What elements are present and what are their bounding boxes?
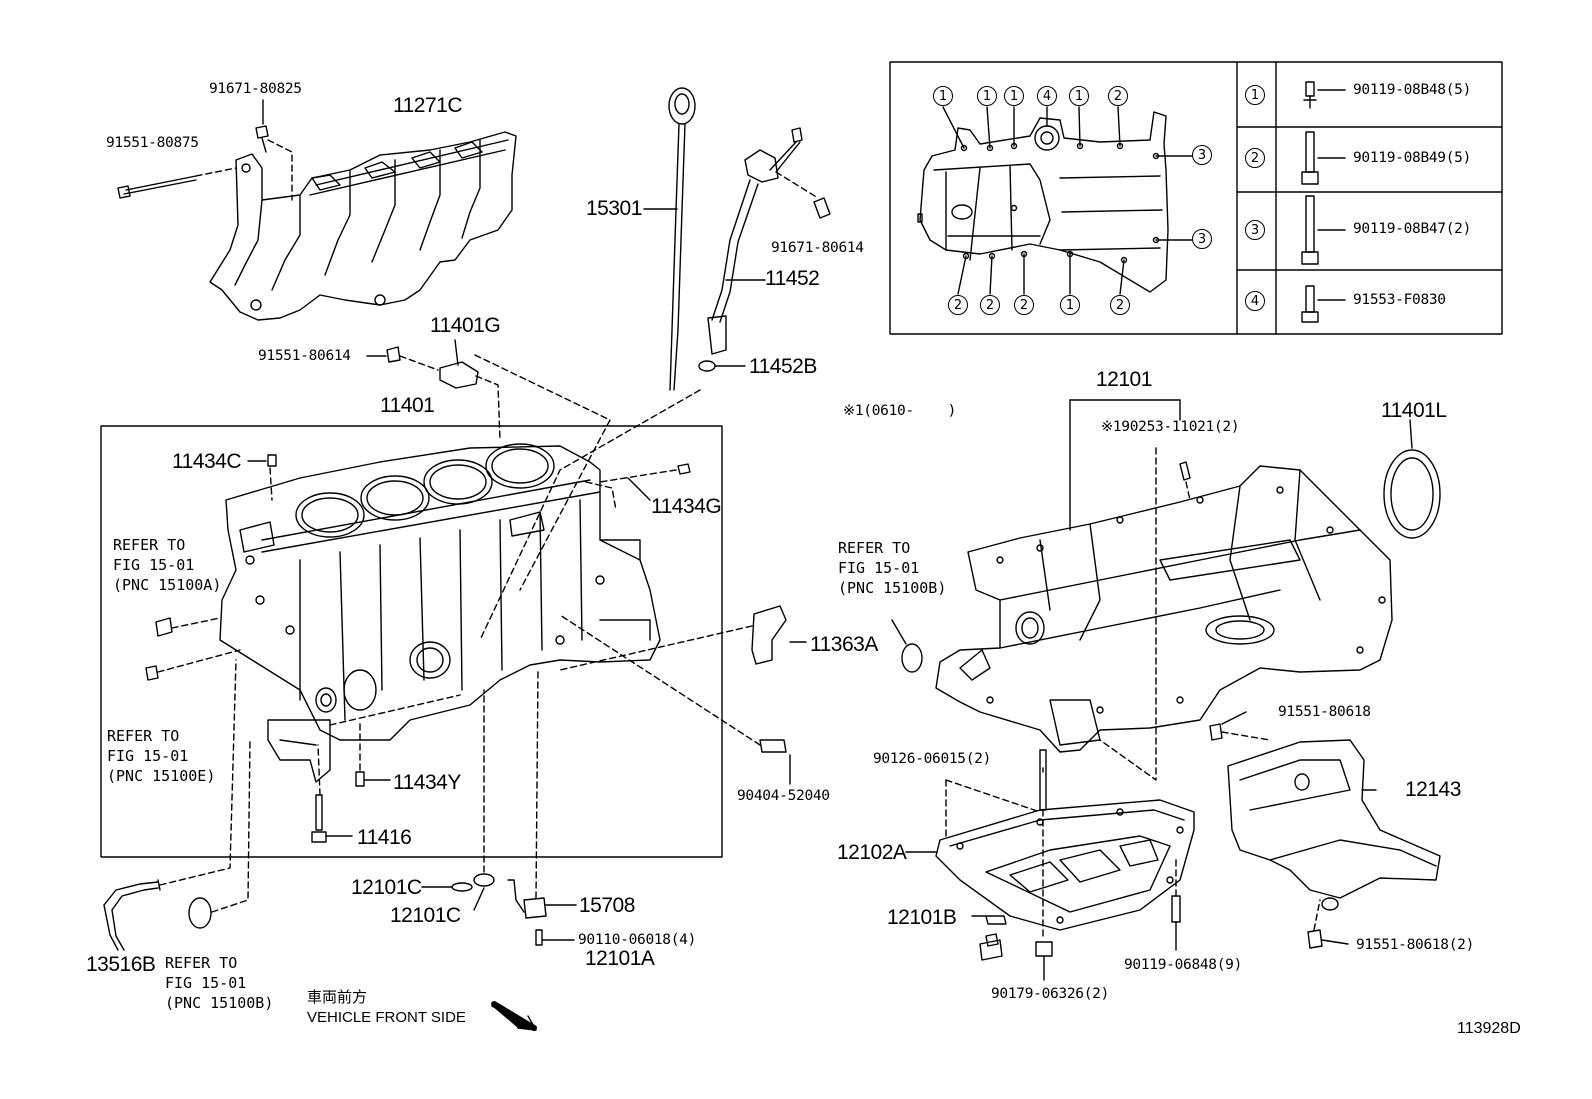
part-label-190253-11021: ※190253-11021(2) — [1101, 419, 1240, 435]
part-label-91671-80825: 91671-80825 — [209, 81, 302, 97]
block-small-parts — [145, 354, 807, 843]
oring-drawing — [901, 643, 923, 673]
part-label-90179-06326: 90179-06326(2) — [991, 986, 1110, 1002]
part-label-11401: 11401 — [380, 394, 435, 417]
inset-marker: 1 — [933, 86, 953, 106]
refer-note-15100b-left: REFER TO FIG 15-01 (PNC 15100B) — [165, 954, 274, 1012]
refer-note-15100e: REFER TO FIG 15-01 (PNC 15100E) — [107, 727, 216, 785]
part-label-11401l: 11401L — [1381, 399, 1447, 422]
inset-marker: 1 — [1004, 86, 1024, 106]
part-label-15301: 15301 — [586, 197, 642, 220]
part-label-12143: 12143 — [1405, 778, 1461, 801]
inset-marker: 3 — [1192, 145, 1212, 165]
inset-marker: 2 — [1108, 86, 1128, 106]
inset-marker: 1 — [1069, 86, 1089, 106]
part-label-11416: 11416 — [357, 826, 412, 849]
figure-id: 113928D — [1457, 1020, 1521, 1037]
dipstick-guide-drawing — [698, 127, 831, 372]
manifold-bolts — [117, 99, 293, 201]
bolt-location-inset — [889, 61, 1503, 335]
bolt-table-key: 4 — [1245, 291, 1265, 311]
part-label-12101b: 12101B — [887, 906, 957, 929]
bolt-table-part: 91553-F0830 — [1353, 292, 1446, 308]
part-label-15708: 15708 — [579, 894, 635, 917]
part-label-11401g: 11401G — [430, 314, 501, 337]
inset-marker: 3 — [1192, 229, 1212, 249]
inset-marker: 1 — [1060, 295, 1080, 315]
cylinder-block-drawing — [219, 443, 661, 741]
inset-marker: 2 — [980, 295, 1000, 315]
part-label-13516b: 13516B — [86, 953, 156, 976]
note-star-1: ※1(0610- ) — [843, 403, 957, 419]
sensor-drawing — [366, 339, 501, 441]
bolt-table-part: 90119-08B48(5) — [1353, 82, 1472, 98]
part-label-91671-80614: 91671-80614 — [771, 240, 864, 256]
part-label-91551-80618-2: 91551-80618(2) — [1356, 937, 1475, 953]
part-label-91551-80618: 91551-80618 — [1278, 704, 1371, 720]
inset-marker: 2 — [948, 295, 968, 315]
part-label-12102a: 12102A — [837, 841, 907, 864]
part-label-11434y: 11434Y — [393, 771, 461, 794]
part-label-12101c-gasket: 12101C — [351, 876, 422, 899]
vehicle-front-en: VEHICLE FRONT SIDE — [307, 1009, 466, 1026]
bolt-table-part: 90119-08B49(5) — [1353, 150, 1472, 166]
part-label-11434g: 11434G — [651, 495, 722, 518]
part-label-90110-06018: 90110-06018(4) — [578, 932, 697, 948]
baffle-plate-drawing — [1209, 711, 1441, 949]
vehicle-front-jp: 車両前方 — [307, 989, 368, 1006]
intake-manifold-drawing — [209, 131, 517, 321]
part-label-90126-06015: 90126-06015(2) — [873, 751, 992, 767]
oil-pan-lower-drawing — [905, 749, 1195, 981]
rear-oil-seal-drawing — [1383, 419, 1441, 539]
part-label-91551-80614: 91551-80614 — [258, 348, 351, 364]
inset-marker: 2 — [1014, 295, 1034, 315]
bolt-table-part: 90119-08B47(2) — [1353, 221, 1472, 237]
part-label-11452b: 11452B — [749, 355, 817, 378]
inset-oil-pan-drawing — [917, 81, 1346, 323]
inset-marker: 2 — [1110, 295, 1130, 315]
part-label-12101a: 12101A — [585, 947, 655, 970]
refer-note-15100b-right: REFER TO FIG 15-01 (PNC 15100B) — [838, 539, 947, 597]
inset-marker: 4 — [1037, 86, 1057, 106]
oil-pan-upper-drawing — [935, 399, 1393, 781]
part-label-90119-06848: 90119-06848(9) — [1124, 957, 1243, 973]
bolt-table-key: 3 — [1245, 220, 1265, 240]
part-label-11452: 11452 — [765, 267, 820, 290]
dipstick-drawing — [643, 87, 696, 391]
engine-block-group-box — [100, 425, 723, 858]
bolt-table-key: 1 — [1245, 85, 1265, 105]
inset-marker: 1 — [977, 86, 997, 106]
refer-note-15100a: REFER TO FIG 15-01 (PNC 15100A) — [113, 536, 222, 594]
part-label-91551-80875: 91551-80875 — [106, 135, 199, 151]
part-label-90404-52040: 90404-52040 — [737, 788, 830, 804]
part-label-11363a: 11363A — [810, 633, 878, 656]
bolt-table-key: 2 — [1245, 148, 1265, 168]
part-label-11271c: 11271C — [393, 94, 463, 117]
part-label-12101: 12101 — [1096, 368, 1152, 391]
lower-left-parts — [103, 659, 577, 1031]
part-label-12101c-oring: 12101C — [390, 904, 461, 927]
part-label-11434c: 11434C — [172, 450, 242, 473]
